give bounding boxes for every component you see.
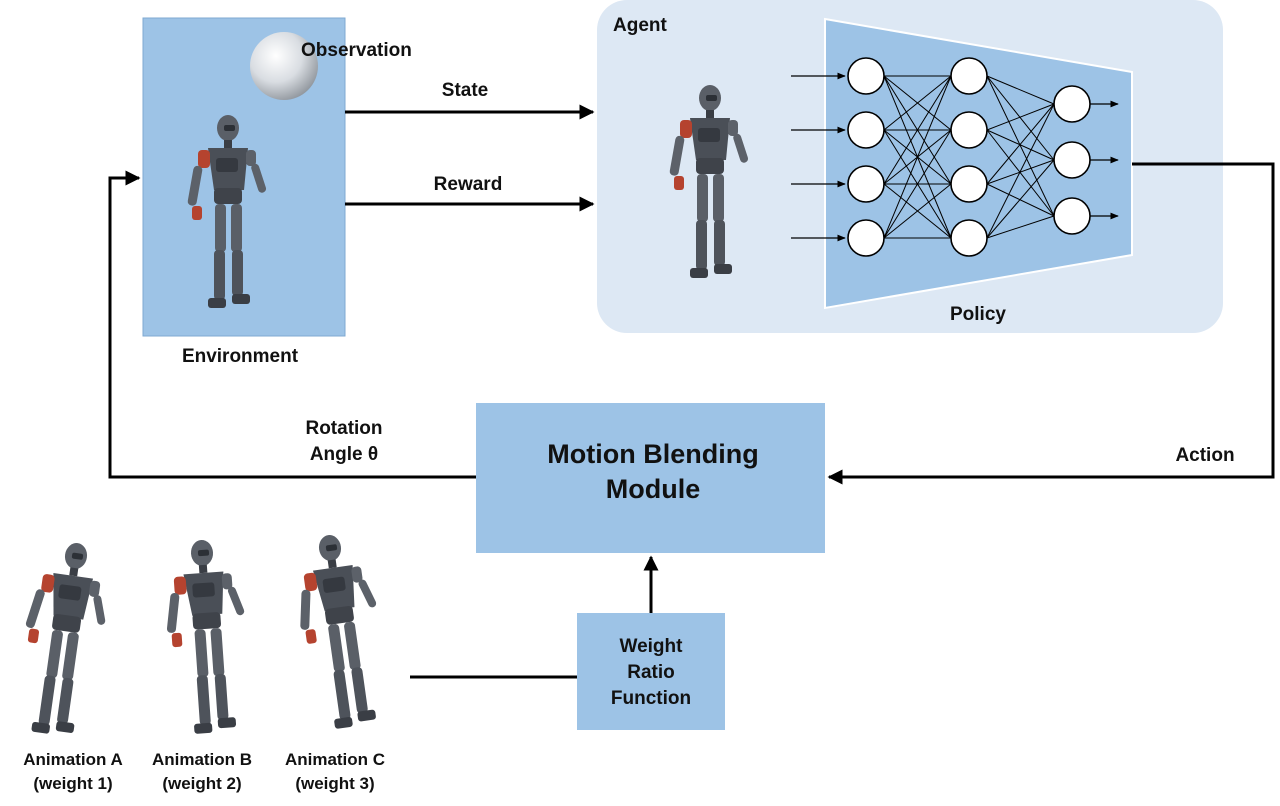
action-label: Action <box>1175 445 1234 466</box>
network-connection <box>883 183 952 239</box>
rotation-label-line1: Rotation <box>305 418 382 439</box>
network-connection <box>986 183 1055 217</box>
weight-ratio-function-box <box>577 613 725 730</box>
network-connection <box>986 75 1055 105</box>
motion-module-label-line2: Module <box>606 474 701 504</box>
observation-sphere <box>250 32 318 100</box>
motion-module-label-line1: Motion Blending <box>547 439 758 469</box>
network-node <box>1053 141 1091 179</box>
policy-label: Policy <box>950 304 1006 325</box>
network-node <box>847 165 885 203</box>
animation-c-robot-image <box>287 529 394 732</box>
network-node <box>1053 85 1091 123</box>
animation-a-name: Animation A <box>23 750 122 769</box>
network-connection <box>883 129 952 239</box>
network-connection <box>986 75 1055 161</box>
network-node <box>950 219 988 257</box>
neural-network-output-arrows <box>1090 100 1119 220</box>
motion-blending-module-box <box>476 403 825 553</box>
network-connection <box>986 129 1055 217</box>
network-node <box>1053 197 1091 235</box>
network-connection <box>883 75 952 239</box>
network-connection <box>986 159 1055 239</box>
animation-c-weight: (weight 3) <box>295 774 374 793</box>
network-node <box>847 57 885 95</box>
network-connection <box>986 103 1055 239</box>
rotation-label-line2: Angle θ <box>310 444 378 465</box>
animation-b-robot-image <box>160 537 254 736</box>
observation-label: Observation <box>301 40 412 61</box>
animation-a-robot-image <box>10 537 117 740</box>
animation-a-weight: (weight 1) <box>33 774 112 793</box>
network-connection <box>986 103 1055 131</box>
weight-function-label-line3: Function <box>611 688 691 709</box>
weight-function-label-line1: Weight <box>620 636 684 657</box>
network-connection <box>986 103 1055 185</box>
network-connection <box>883 75 952 131</box>
network-node <box>847 111 885 149</box>
state-label: State <box>442 80 488 101</box>
rotation-angle-arrow <box>108 170 476 479</box>
policy-network-box <box>824 17 1133 310</box>
animation-c-name: Animation C <box>285 750 385 769</box>
network-connection <box>883 75 952 185</box>
animation-b-name: Animation B <box>152 750 252 769</box>
agent-label: Agent <box>613 15 668 36</box>
network-connection <box>986 215 1055 239</box>
network-connection <box>986 129 1055 161</box>
animation-b-weight: (weight 2) <box>162 774 241 793</box>
network-node <box>950 165 988 203</box>
reward-label: Reward <box>434 174 503 195</box>
network-node <box>950 57 988 95</box>
action-arrow <box>827 162 1275 485</box>
weight-function-label-line2: Ratio <box>627 662 675 683</box>
neural-network-connections <box>883 75 1055 239</box>
neural-network-nodes <box>847 57 1091 257</box>
network-node <box>847 219 885 257</box>
network-node <box>950 111 988 149</box>
environment-label: Environment <box>182 346 299 367</box>
neural-network-input-arrows <box>791 72 846 242</box>
network-connection <box>986 75 1055 217</box>
